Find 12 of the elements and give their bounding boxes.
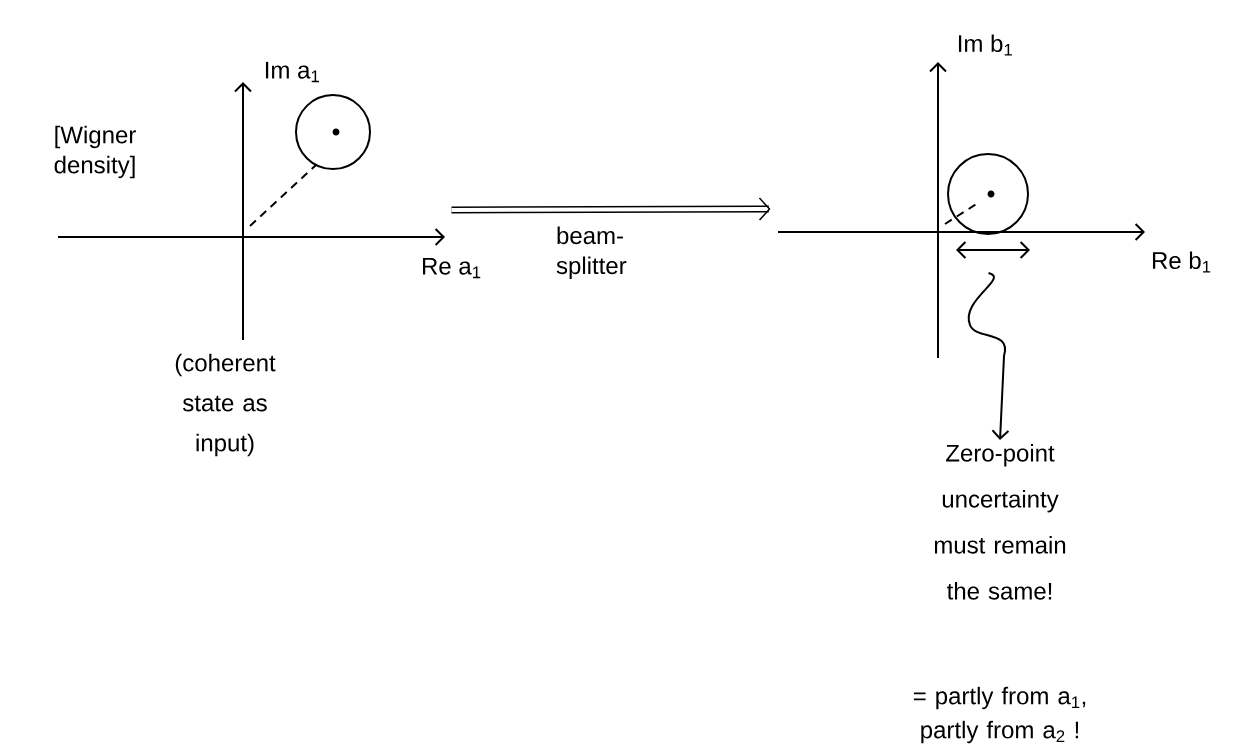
double-arrow — [451, 197, 771, 221]
note-text: Zero-point uncertainty must remain the same! — [934, 444, 1066, 600]
phase-space-drawing — [777, 62, 1145, 359]
axis-label: Re b$_{1}$ — [1153, 251, 1211, 273]
axis-label: Im b$_{1}$ — [958, 34, 1012, 56]
note-text: (coherent state as input) — [175, 353, 276, 457]
text-label: = partly from a$_{1}$, partly from a$_{2}$ ! — [913, 686, 1086, 744]
axis-label: Re a$_{1}$ — [423, 257, 481, 279]
text-label: [Wigner density] — [54, 125, 136, 179]
wavy-arrow — [967, 272, 1010, 440]
edge-label: beam-splitter — [556, 226, 627, 279]
axis-label: Im a$_{1}$ — [265, 61, 319, 83]
